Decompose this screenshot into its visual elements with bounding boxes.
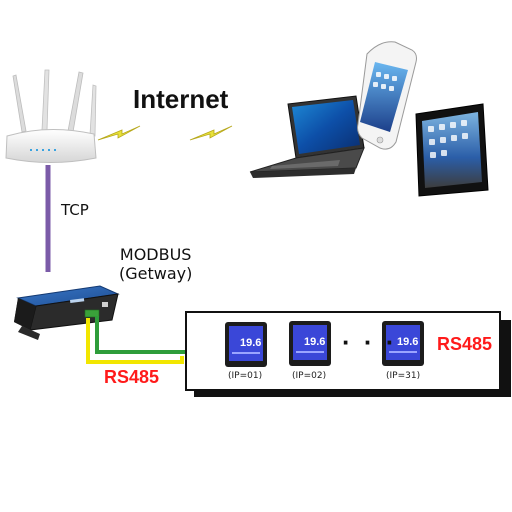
tcp-label: TCP bbox=[61, 201, 89, 219]
router-icon bbox=[5, 69, 97, 163]
thermostat-icon: 19.6 bbox=[289, 321, 331, 366]
thermostat-ip-label: (IP=31) bbox=[386, 371, 421, 381]
smartphone-icon bbox=[357, 41, 417, 150]
laptop-icon bbox=[249, 95, 365, 178]
thermostat-icon: 19.6 bbox=[225, 322, 267, 367]
bus-wire-yellow bbox=[86, 318, 184, 364]
bus-wire-green bbox=[95, 316, 186, 354]
rs485-label-right: RS485 bbox=[437, 334, 493, 354]
modbus-gateway-icon bbox=[14, 285, 120, 340]
thermostat-icon: 19.6 bbox=[382, 321, 424, 366]
modbus-gateway-label: MODBUS (Getway) bbox=[119, 245, 192, 283]
thermostat-temp: 19.6 bbox=[240, 337, 261, 349]
thermostat-temp: 19.6 bbox=[304, 336, 325, 348]
modbus-label-line1: MODBUS bbox=[119, 245, 192, 264]
wireless-bolt-icon bbox=[97, 125, 141, 141]
thermostat-ip-label: (IP=01) bbox=[228, 371, 263, 381]
ellipsis: · · · bbox=[342, 327, 398, 357]
internet-label: Internet bbox=[133, 84, 229, 114]
rs485-label-left: RS485 bbox=[104, 367, 160, 387]
modbus-label-line2: (Getway) bbox=[119, 264, 193, 283]
thermostat-temp: 19.6 bbox=[397, 336, 418, 348]
wireless-bolt-icon bbox=[189, 125, 233, 141]
thermostat-ip-label: (IP=02) bbox=[292, 371, 327, 381]
tablet-icon bbox=[415, 103, 489, 197]
